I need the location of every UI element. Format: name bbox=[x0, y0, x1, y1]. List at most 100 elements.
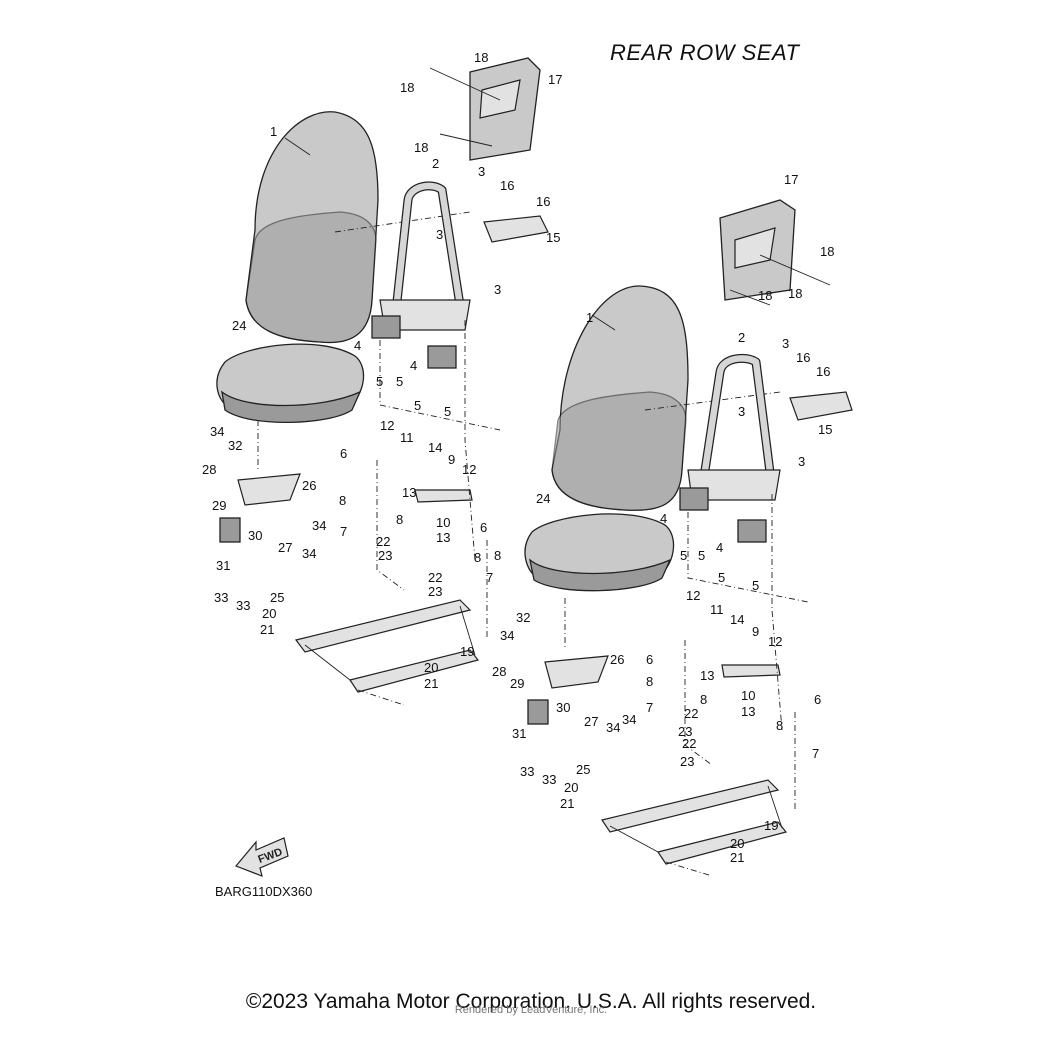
diagram-code: BARG110DX360 bbox=[215, 884, 313, 899]
copyright-notice: ©2023 Yamaha Motor Corporation, U.S.A. A… bbox=[245, 990, 817, 1013]
callout-number: 20 bbox=[730, 836, 744, 851]
callout-number: 21 bbox=[424, 676, 438, 691]
rendered-by-note: Rendered by LeadVenture, Inc. bbox=[454, 1004, 608, 1016]
callout-number: 23 bbox=[378, 548, 392, 563]
callout-number: 31 bbox=[512, 726, 526, 741]
callout-number: 33 bbox=[214, 590, 228, 605]
callout-number: 19 bbox=[764, 818, 778, 833]
callout-number: 15 bbox=[546, 230, 560, 245]
callout-number: 20 bbox=[564, 780, 578, 795]
forward-direction-arrow: FWD bbox=[235, 837, 289, 877]
seat-frame bbox=[687, 353, 781, 501]
callout-number: 19 bbox=[460, 644, 474, 659]
seat-back-cushion bbox=[245, 111, 379, 344]
seat-back-cushion bbox=[551, 285, 689, 511]
callout-number: 8 bbox=[646, 674, 653, 689]
latch-rod bbox=[721, 664, 781, 678]
callout-number: 33 bbox=[236, 598, 250, 613]
callout-number: 34 bbox=[622, 712, 636, 727]
callout-number: 22 bbox=[428, 570, 442, 585]
callout-number: 21 bbox=[560, 796, 574, 811]
callout-number: 8 bbox=[396, 512, 403, 527]
callout-number: 18 bbox=[758, 288, 772, 303]
callout-number: 14 bbox=[428, 440, 442, 455]
callout-number: 34 bbox=[500, 628, 514, 643]
callout-number: 8 bbox=[474, 550, 481, 565]
callout-number: 20 bbox=[424, 660, 438, 675]
right-seat-assembly bbox=[524, 199, 853, 877]
callout-number: 7 bbox=[646, 700, 653, 715]
callout-number: 32 bbox=[228, 438, 242, 453]
callout-number: 34 bbox=[312, 518, 326, 533]
callout-number: 13 bbox=[700, 668, 714, 683]
callout-number: 34 bbox=[302, 546, 316, 561]
seat-latch-plate bbox=[237, 473, 301, 506]
callout-number: 2 bbox=[738, 330, 745, 345]
callout-number: 24 bbox=[536, 491, 550, 506]
callout-number: 13 bbox=[741, 704, 755, 719]
callout-number: 26 bbox=[610, 652, 624, 667]
callout-number: 13 bbox=[402, 485, 416, 500]
callout-number: 16 bbox=[816, 364, 830, 379]
callout-number: 8 bbox=[776, 718, 783, 733]
callout-number: 11 bbox=[710, 602, 724, 617]
callout-number: 16 bbox=[500, 178, 514, 193]
callout-number: 5 bbox=[680, 548, 687, 563]
callout-number: 24 bbox=[232, 318, 246, 333]
callout-number: 18 bbox=[788, 286, 802, 301]
callout-number: 15 bbox=[818, 422, 832, 437]
callout-number: 12 bbox=[462, 462, 476, 477]
callout-number: 3 bbox=[782, 336, 789, 351]
callout-number: 6 bbox=[814, 692, 821, 707]
callout-number: 12 bbox=[768, 634, 782, 649]
callout-number: 4 bbox=[410, 358, 417, 373]
callout-number: 31 bbox=[216, 558, 230, 573]
callout-number: 14 bbox=[730, 612, 744, 627]
callout-number: 5 bbox=[698, 548, 705, 563]
callout-number: 7 bbox=[340, 524, 347, 539]
callout-number: 32 bbox=[516, 610, 530, 625]
hinge-bracket bbox=[427, 345, 457, 369]
callout-number: 33 bbox=[520, 764, 534, 779]
callout-number: 7 bbox=[486, 570, 493, 585]
callout-number: 5 bbox=[718, 570, 725, 585]
callout-number: 18 bbox=[820, 244, 834, 259]
callout-number: 10 bbox=[436, 515, 450, 530]
callout-number: 13 bbox=[436, 530, 450, 545]
callout-number: 3 bbox=[478, 164, 485, 179]
callout-number: 23 bbox=[680, 754, 694, 769]
callout-number: 22 bbox=[376, 534, 390, 549]
hinge-bracket bbox=[371, 315, 401, 339]
callout-number: 2 bbox=[432, 156, 439, 171]
left-seat-assembly bbox=[216, 57, 549, 706]
callout-number: 3 bbox=[436, 227, 443, 242]
callout-number: 8 bbox=[339, 493, 346, 508]
callout-number: 5 bbox=[444, 404, 451, 419]
hinge-bracket bbox=[737, 519, 767, 543]
seat-cushion bbox=[216, 343, 365, 424]
callout-number: 6 bbox=[480, 520, 487, 535]
callout-number: 3 bbox=[798, 454, 805, 469]
callout-number: 16 bbox=[536, 194, 550, 209]
callout-number: 20 bbox=[262, 606, 276, 621]
callout-number: 26 bbox=[302, 478, 316, 493]
callout-number: 7 bbox=[812, 746, 819, 761]
callout-number: 11 bbox=[400, 430, 414, 445]
callout-number: 21 bbox=[260, 622, 274, 637]
callout-number: 23 bbox=[678, 724, 692, 739]
callout-number: 25 bbox=[270, 590, 284, 605]
callout-number: 22 bbox=[684, 706, 698, 721]
callout-number: 9 bbox=[448, 452, 455, 467]
callout-number: 30 bbox=[248, 528, 262, 543]
callout-number: 34 bbox=[606, 720, 620, 735]
callout-number: 18 bbox=[414, 140, 428, 155]
callout-number: 6 bbox=[646, 652, 653, 667]
callout-number: 22 bbox=[682, 736, 696, 751]
callout-number: 1 bbox=[586, 310, 593, 325]
hinge-bracket bbox=[679, 487, 709, 511]
callout-number: 4 bbox=[660, 511, 667, 526]
callout-number: 6 bbox=[340, 446, 347, 461]
